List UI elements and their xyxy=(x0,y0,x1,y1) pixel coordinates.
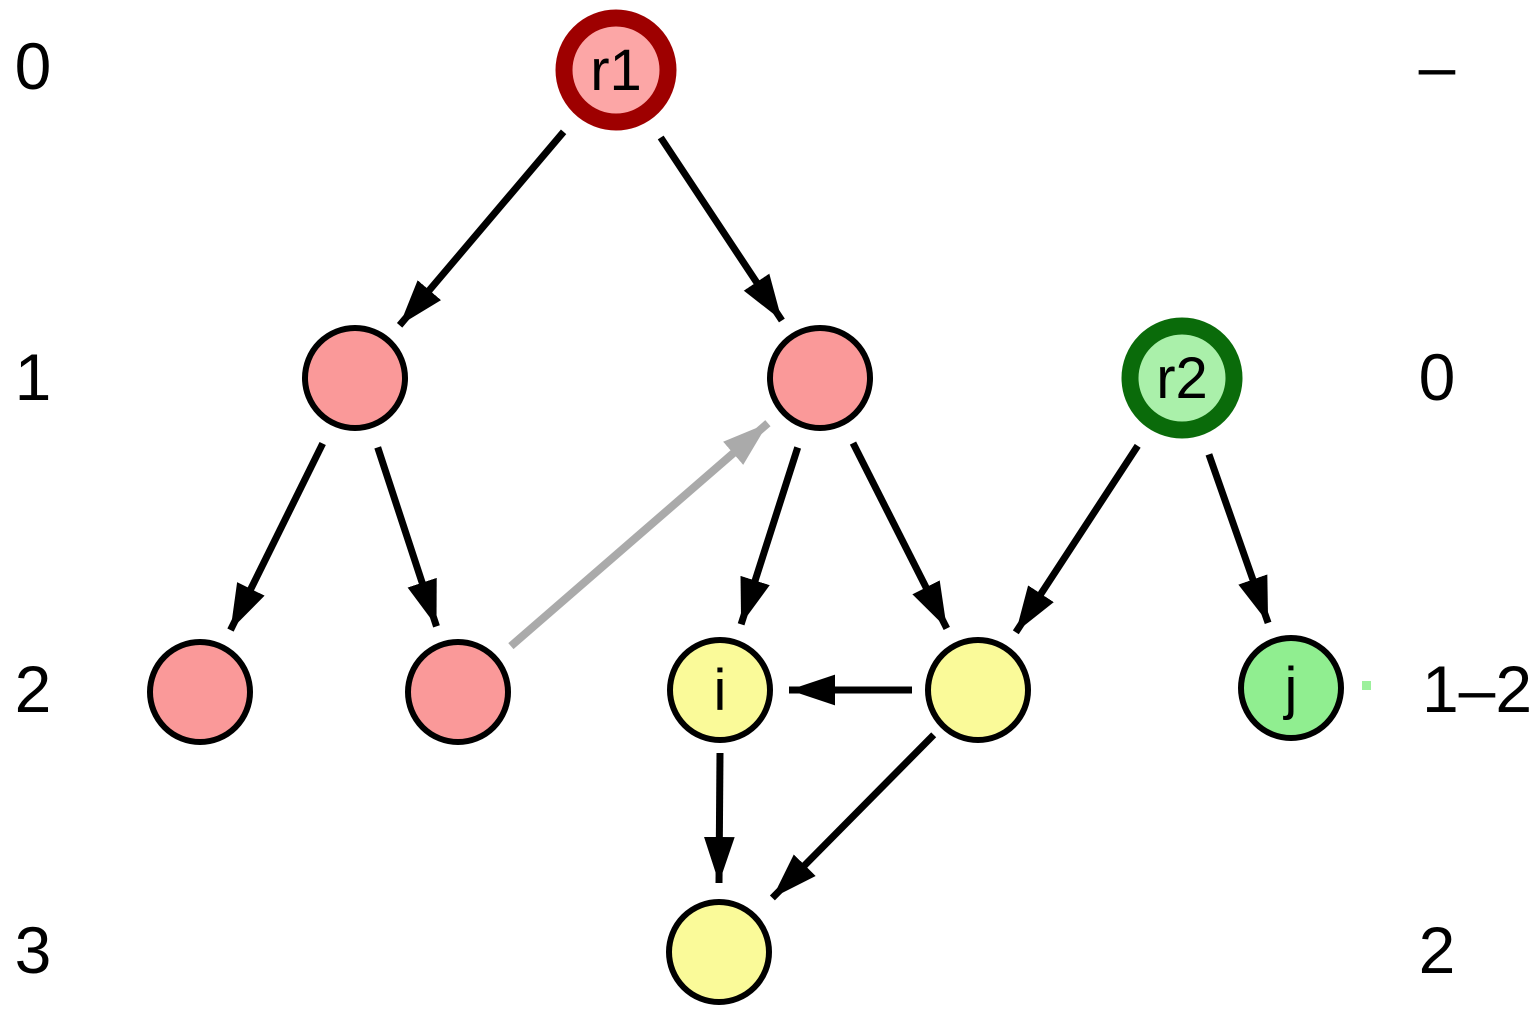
depth-label-right-2: 1–2 xyxy=(1422,652,1532,726)
node-n4 xyxy=(405,639,511,745)
node-n3 xyxy=(147,639,253,745)
node-j xyxy=(1238,635,1344,741)
node-n1 xyxy=(302,325,408,431)
edge-n5-n6 xyxy=(769,732,937,901)
labels-layer: 0 1 2 3 – 0 1–2 2 xyxy=(15,29,1532,987)
depth-label-left-0: 0 xyxy=(15,29,52,103)
depth-label-left-3: 3 xyxy=(15,913,52,987)
node-n6 xyxy=(666,899,772,1005)
small-green-dot xyxy=(1362,681,1371,690)
edge-n2-n5 xyxy=(849,441,950,630)
node-n2 xyxy=(767,325,873,431)
depth-label-left-2: 2 xyxy=(15,652,52,726)
nodes-layer: r1 r2 i j xyxy=(147,9,1344,1005)
node-r2 xyxy=(1121,317,1243,439)
depth-label-right-3: 2 xyxy=(1419,913,1456,987)
node-label-j: j xyxy=(1283,656,1298,721)
node-n5 xyxy=(925,637,1031,743)
edge-i-n6 xyxy=(704,752,735,884)
edge-r2-j xyxy=(1205,453,1272,625)
node-label-r1: r1 xyxy=(590,38,642,103)
node-r1 xyxy=(555,9,677,131)
edge-r2-n5 xyxy=(1012,443,1141,635)
depth-label-right-0: – xyxy=(1419,29,1456,103)
edge-n1-n3 xyxy=(227,441,326,632)
edge-r1-n1 xyxy=(396,129,567,328)
node-label-i: i xyxy=(714,658,727,723)
depth-label-right-1: 0 xyxy=(1419,340,1456,414)
edge-n1-n4 xyxy=(374,446,440,628)
depth-label-left-1: 1 xyxy=(15,340,52,414)
node-label-r2: r2 xyxy=(1156,346,1208,411)
edge-n2-i xyxy=(737,446,802,626)
edge-r1-n2 xyxy=(657,135,785,323)
edge-n4-n2 xyxy=(508,420,771,650)
node-i xyxy=(667,637,773,743)
edges-layer xyxy=(227,129,1272,901)
